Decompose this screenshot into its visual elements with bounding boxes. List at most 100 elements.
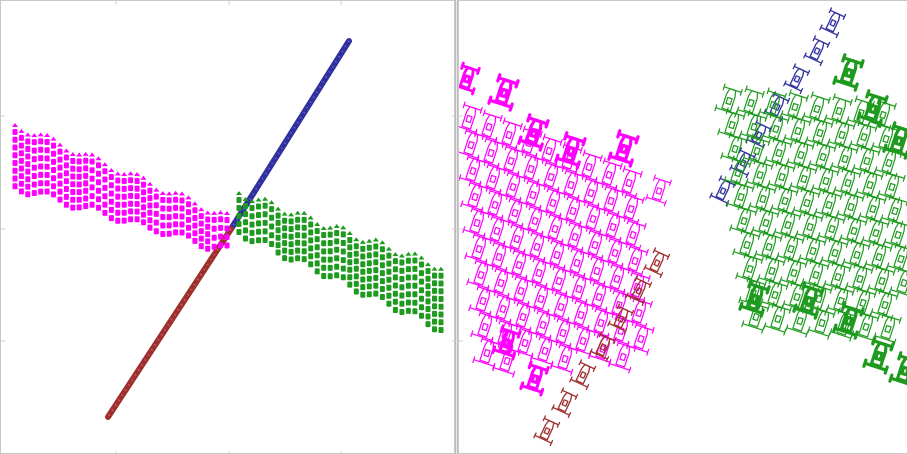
- magenta-glyph: [530, 333, 559, 368]
- magenta-glyph: [618, 217, 647, 252]
- magenta-glyph: [500, 195, 529, 230]
- green-glyph: [780, 89, 809, 124]
- green-glyph: [889, 265, 907, 300]
- magenta-glyph: [528, 307, 557, 342]
- magenta-marker: [108, 206, 114, 213]
- magenta-marker: [192, 230, 198, 237]
- green-marker: [386, 268, 392, 275]
- green-marker: [438, 280, 444, 287]
- green-marker: [243, 211, 248, 218]
- magenta-marker: [166, 222, 172, 229]
- green-marker: [419, 312, 424, 319]
- magenta-marker: [141, 181, 146, 188]
- green-marker-tip: [262, 196, 269, 201]
- green-marker: [366, 260, 372, 267]
- green-marker: [249, 213, 255, 220]
- green-marker-tip: [379, 240, 386, 245]
- magenta-glyph: [584, 279, 613, 314]
- magenta-marker: [224, 242, 230, 249]
- magenta-marker: [12, 175, 18, 182]
- magenta-marker: [205, 245, 211, 252]
- magenta-marker: [57, 172, 63, 179]
- magenta-glyph: [560, 219, 589, 254]
- green-glyph-lead: [832, 53, 865, 92]
- green-marker: [392, 290, 398, 297]
- magenta-glyph: [614, 165, 643, 200]
- green-marker-tip: [346, 230, 353, 235]
- green-marker: [334, 230, 340, 236]
- green-marker: [432, 318, 437, 325]
- magenta-marker: [121, 193, 127, 200]
- magenta-marker: [63, 178, 69, 185]
- magenta-marker: [134, 178, 140, 184]
- magenta-marker: [70, 189, 76, 195]
- magenta-marker: [128, 192, 134, 199]
- green-marker-tip: [353, 237, 360, 242]
- green-marker: [314, 244, 320, 251]
- green-marker: [366, 252, 372, 259]
- magenta-glyph: [645, 174, 672, 207]
- green-marker: [399, 267, 405, 274]
- magenta-marker: [63, 162, 69, 169]
- panel-divider[interactable]: [455, 0, 458, 454]
- green-marker: [412, 265, 418, 272]
- green-marker: [379, 262, 385, 269]
- green-marker: [360, 276, 366, 283]
- magenta-glyph: [522, 229, 551, 264]
- green-marker: [373, 259, 379, 266]
- magenta-glyph: [594, 157, 623, 192]
- overview-plot-canvas: [1, 1, 454, 453]
- green-marker-tip: [340, 225, 347, 230]
- green-marker: [249, 221, 255, 228]
- green-marker: [301, 248, 307, 255]
- green-marker: [256, 212, 261, 218]
- magenta-glyph: [516, 151, 545, 186]
- magenta-glyph: [606, 313, 635, 348]
- green-marker: [386, 252, 392, 259]
- magenta-marker: [57, 156, 63, 163]
- magenta-marker: [51, 175, 56, 182]
- magenta-marker-tip: [146, 181, 153, 186]
- green-marker: [340, 231, 346, 238]
- magenta-marker: [134, 185, 140, 192]
- magenta-marker: [89, 201, 95, 208]
- green-glyph: [748, 181, 777, 216]
- magenta-marker: [25, 176, 31, 183]
- magenta-marker: [51, 158, 56, 165]
- magenta-marker: [51, 183, 56, 190]
- green-marker: [432, 310, 437, 317]
- magenta-glyph: [459, 127, 485, 162]
- green-marker: [360, 291, 366, 298]
- green-marker: [392, 258, 398, 265]
- green-glyph: [741, 299, 770, 334]
- magenta-glyph: [544, 263, 573, 298]
- green-marker: [295, 224, 301, 231]
- green-marker: [269, 241, 275, 247]
- green-marker-tip: [405, 251, 412, 256]
- green-marker: [275, 234, 281, 241]
- magenta-marker: [102, 176, 108, 183]
- magenta-marker-tip: [198, 207, 205, 212]
- green-glyph-lead: [882, 121, 907, 160]
- magenta-glyph: [600, 235, 629, 270]
- magenta-glyph: [508, 299, 537, 334]
- green-marker: [288, 256, 294, 263]
- green-marker: [353, 288, 359, 295]
- magenta-marker: [89, 184, 95, 191]
- magenta-marker: [63, 201, 69, 208]
- green-marker: [438, 272, 444, 279]
- green-marker: [236, 221, 242, 227]
- green-marker: [399, 259, 405, 266]
- magenta-cluster-zoomed: [459, 61, 672, 397]
- magenta-marker: [76, 196, 82, 203]
- green-marker: [366, 244, 372, 251]
- green-marker: [353, 280, 359, 287]
- green-marker-tip: [418, 255, 425, 260]
- magenta-marker: [192, 222, 198, 229]
- green-marker: [419, 287, 424, 294]
- magenta-glyph: [504, 247, 533, 282]
- green-marker: [314, 260, 320, 267]
- magenta-marker: [121, 178, 127, 184]
- magenta-glyph: [498, 169, 527, 204]
- green-marker: [275, 227, 281, 234]
